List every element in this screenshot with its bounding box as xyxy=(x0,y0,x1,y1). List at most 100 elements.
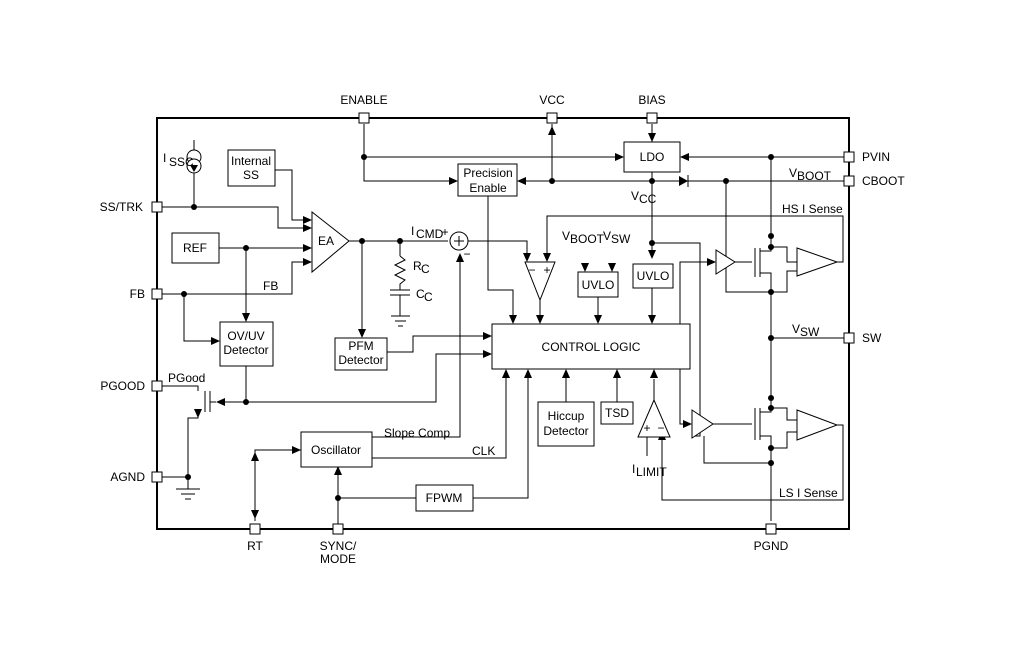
pin-sync-mode[interactable] xyxy=(332,523,344,535)
svg-text:Enable: Enable xyxy=(469,181,507,195)
label-enable: ENABLE xyxy=(340,93,387,107)
ref-block: REF xyxy=(171,232,220,264)
junction-dots xyxy=(181,154,774,501)
svg-text:TSD: TSD xyxy=(605,406,629,420)
pgood-inner-label: PGood xyxy=(168,371,205,385)
ilimit-label: I xyxy=(632,462,635,476)
svg-text:LIMIT: LIMIT xyxy=(636,465,667,479)
issc-current-source-icon xyxy=(186,140,202,174)
tsd-block: TSD xyxy=(600,401,634,425)
label-pvin: PVIN xyxy=(862,150,890,164)
control-logic-block: CONTROL LOGIC xyxy=(491,323,691,370)
ldo-block: LDO xyxy=(623,141,681,173)
svg-text:Precision: Precision xyxy=(463,166,512,180)
svg-text:SW: SW xyxy=(611,232,631,246)
svg-text:FPWM: FPWM xyxy=(426,491,463,505)
vsw-out-label: V xyxy=(792,322,800,336)
label-fb: FB xyxy=(130,287,145,301)
pin-pgnd[interactable] xyxy=(765,523,777,535)
boot-diode-icon xyxy=(679,175,689,187)
pin-rt[interactable] xyxy=(249,523,261,535)
pin-labels: ENABLE VCC BIAS PVIN CBOOT SW PGND SS/TR… xyxy=(100,93,906,566)
hs-sense-label: HS I Sense xyxy=(782,202,843,216)
vsw-uvlo-label: V xyxy=(603,229,611,243)
label-sync: SYNC/ xyxy=(320,539,357,553)
ls-sense-label: LS I Sense xyxy=(779,486,838,500)
label-mode: MODE xyxy=(320,552,356,566)
ls-driver-buffer xyxy=(691,409,714,439)
label-cboot: CBOOT xyxy=(862,174,905,188)
pin-pvin[interactable] xyxy=(843,151,855,163)
pin-vcc[interactable] xyxy=(546,112,558,124)
svg-text:SS: SS xyxy=(243,168,259,182)
svg-text:BOOT: BOOT xyxy=(797,169,832,183)
fpwm-block: FPWM xyxy=(415,484,474,512)
svg-text:+: + xyxy=(643,421,650,435)
rc-resistor-icon xyxy=(390,255,410,327)
hs-sense-amplifier xyxy=(796,247,839,277)
svg-text:UVLO: UVLO xyxy=(637,269,670,283)
pin-sw[interactable] xyxy=(843,332,855,344)
current-limit-comparator: + − xyxy=(637,398,671,438)
label-pgnd: PGND xyxy=(754,539,789,553)
svg-text:−: − xyxy=(657,421,664,435)
svg-text:Hiccup: Hiccup xyxy=(548,409,585,423)
pin-fb[interactable] xyxy=(151,288,163,300)
icmd-label: I xyxy=(411,224,414,238)
svg-text:Internal: Internal xyxy=(231,154,271,168)
ls-sense-amplifier xyxy=(796,409,839,441)
svg-text:C: C xyxy=(421,262,430,276)
pgood-fet-icon xyxy=(204,391,216,412)
svg-text:+: + xyxy=(441,225,448,239)
pin-enable[interactable] xyxy=(358,112,370,124)
pin-squares xyxy=(151,112,855,535)
cc-label: C xyxy=(416,287,425,301)
svg-text:SW: SW xyxy=(800,325,820,339)
label-sw: SW xyxy=(862,331,882,345)
svg-text:PFM: PFM xyxy=(348,339,373,353)
svg-text:C: C xyxy=(424,290,433,304)
pin-bias[interactable] xyxy=(646,112,658,124)
label-rt: RT xyxy=(247,539,263,553)
svg-text:Oscillator: Oscillator xyxy=(311,443,361,457)
svg-text:Detector: Detector xyxy=(338,353,383,367)
pin-agnd[interactable] xyxy=(151,471,163,483)
pin-cboot[interactable] xyxy=(843,175,855,187)
svg-text:BOOT: BOOT xyxy=(570,232,605,246)
label-ss-trk: SS/TRK xyxy=(100,200,143,214)
pin-pgood[interactable] xyxy=(151,380,163,392)
oscillator-block: Oscillator xyxy=(300,431,373,468)
hiccup-detector-block: Hiccup Detector xyxy=(537,401,595,447)
svg-text:LDO: LDO xyxy=(640,150,665,164)
wires xyxy=(162,124,845,527)
rc-label: R xyxy=(413,259,422,273)
svg-text:−: − xyxy=(528,263,535,277)
vboot-label: V xyxy=(789,166,797,180)
svg-text:Detector: Detector xyxy=(543,424,588,438)
uvlo-boot-block: UVLO xyxy=(577,271,619,298)
ovuv-detector-block: OV/UV Detector xyxy=(219,321,274,367)
svg-text:CONTROL LOGIC: CONTROL LOGIC xyxy=(542,340,641,354)
summing-junction: + − xyxy=(441,225,470,261)
chip-boundary xyxy=(156,117,850,530)
pwm-comparator: − + xyxy=(524,261,556,302)
svg-text:CMD: CMD xyxy=(416,227,444,241)
pin-ss-trk[interactable] xyxy=(151,201,163,213)
hs-driver-buffer xyxy=(715,249,736,275)
slope-comp-label: Slope Comp xyxy=(384,426,450,440)
svg-text:EA: EA xyxy=(318,234,334,248)
ea-amplifier: EA xyxy=(311,210,350,274)
svg-text:SSC: SSC xyxy=(169,155,194,169)
clk-label: CLK xyxy=(472,444,495,458)
svg-text:Detector: Detector xyxy=(223,343,268,357)
svg-text:OV/UV: OV/UV xyxy=(227,329,264,343)
issc-label: I xyxy=(163,151,166,165)
svg-text:UVLO: UVLO xyxy=(582,278,615,292)
svg-text:CC: CC xyxy=(639,192,657,206)
svg-text:REF: REF xyxy=(183,241,207,255)
svg-text:−: − xyxy=(463,247,470,261)
label-agnd: AGND xyxy=(110,470,145,484)
label-bias: BIAS xyxy=(638,93,665,107)
fb-inner-label: FB xyxy=(263,279,278,293)
vboot-uvlo-label: V xyxy=(562,229,570,243)
